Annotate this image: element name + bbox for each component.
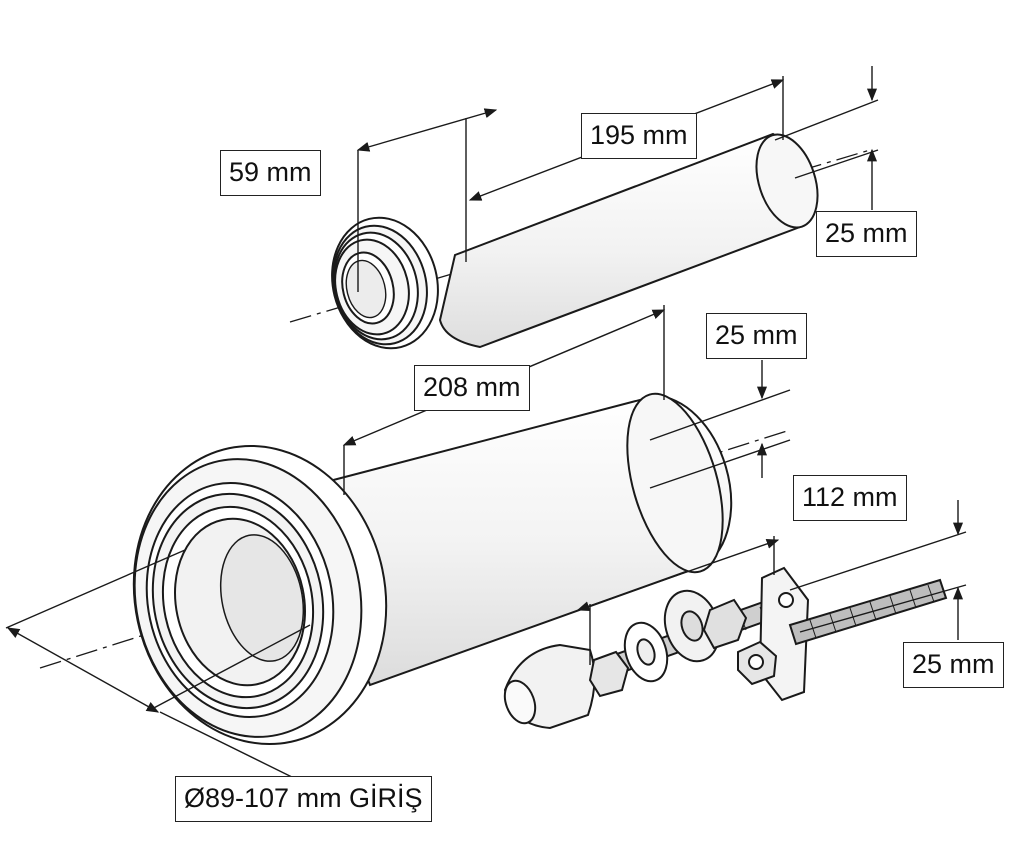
label-25mm-bottom: 25 mm [903, 642, 1004, 688]
large-pipe [39, 392, 791, 746]
bracket-hole [778, 592, 794, 608]
washer-1-hole [636, 638, 656, 666]
label-25mm-top: 25 mm [816, 211, 917, 257]
label-59mm: 59 mm [220, 150, 321, 196]
label-112mm: 112 mm [793, 475, 907, 521]
label-208mm: 208 mm [414, 365, 530, 411]
label-inlet-diameter: Ø89-107 mm GİRİŞ [175, 776, 432, 822]
washer-2-hole [680, 610, 704, 642]
dim-112-line [576, 538, 780, 612]
hex-nut-bracket-hole [748, 654, 764, 670]
dim-dia-ext-top [5, 549, 186, 629]
threaded-rod-right [788, 578, 948, 646]
small-hex-nut [588, 650, 630, 698]
cap-nut-tip [503, 679, 537, 725]
small-pipe-dimensions [356, 66, 879, 292]
dim-25c-ext-top [789, 531, 967, 591]
large-pipe-dimensions [5, 305, 791, 783]
fixing-dimensions [576, 500, 967, 665]
label-25mm-middle: 25 mm [706, 313, 807, 359]
dim-dia-ext-bot [149, 624, 311, 711]
dim-59-line [356, 108, 498, 152]
dim-25a-ext-bot [794, 149, 879, 179]
dim-dia-leader [159, 711, 303, 783]
dim-25a-ext-top [774, 99, 879, 141]
flange-bore [219, 534, 305, 662]
dim-dia-line [6, 627, 160, 713]
dim-25c-ext-bot [799, 584, 967, 633]
label-195mm: 195 mm [581, 113, 697, 159]
